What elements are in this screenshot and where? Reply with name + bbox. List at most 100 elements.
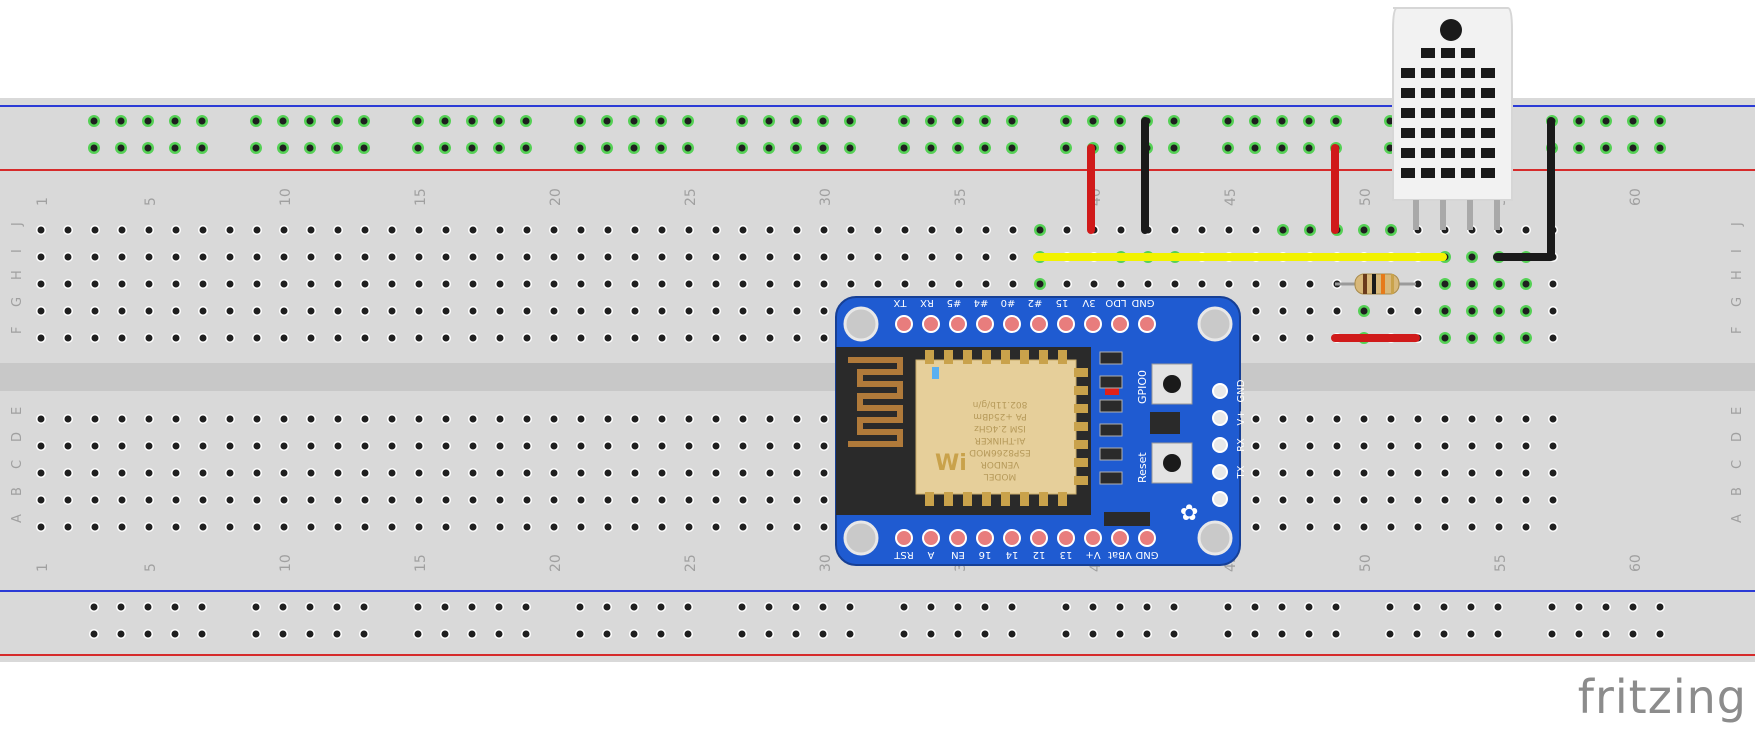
row-letter-right: J (1730, 222, 1745, 227)
vent-slot (1421, 168, 1435, 178)
module-pad-top (1058, 350, 1067, 364)
rail-hole (117, 603, 125, 611)
hole (307, 415, 315, 423)
esp-pin-bottom (976, 529, 994, 547)
hole (64, 280, 72, 288)
rail-hole (90, 144, 98, 152)
rail-hole (252, 603, 260, 611)
hole (1522, 334, 1530, 342)
hole (307, 496, 315, 504)
hole (820, 253, 828, 261)
hole (118, 334, 126, 342)
module-label: AI-THINKER (975, 435, 1026, 445)
hole (1279, 226, 1287, 234)
hole (361, 523, 369, 531)
vent-slot (1461, 48, 1475, 58)
hole (388, 469, 396, 477)
hole (199, 496, 207, 504)
hole (631, 496, 639, 504)
hole (550, 469, 558, 477)
hole (415, 253, 423, 261)
module-pad-top (982, 350, 991, 364)
hole (1333, 415, 1341, 423)
hole (1441, 307, 1449, 315)
hole (1360, 226, 1368, 234)
hole (199, 469, 207, 477)
row-letter-left: I (10, 249, 25, 253)
hole (172, 523, 180, 531)
hole (388, 226, 396, 234)
rail-hole (333, 144, 341, 152)
hole (280, 307, 288, 315)
rail-hole (846, 630, 854, 638)
hole (820, 280, 828, 288)
hole (199, 307, 207, 315)
rail-hole (954, 630, 962, 638)
rail-hole (954, 144, 962, 152)
hole (1414, 280, 1422, 288)
hole (685, 334, 693, 342)
rail-hole (441, 603, 449, 611)
hole (1306, 442, 1314, 450)
rail-hole (576, 603, 584, 611)
row-letter-right: H (1730, 270, 1745, 280)
button-gpio0-cap[interactable] (1163, 375, 1181, 393)
hole (496, 415, 504, 423)
rail-hole (1116, 630, 1124, 638)
rail-hole (1332, 630, 1340, 638)
hole (361, 280, 369, 288)
rail-hole (279, 144, 287, 152)
hole (1360, 442, 1368, 450)
esp-pin-label-bottom: A (927, 549, 934, 560)
hole (766, 496, 774, 504)
hole (415, 415, 423, 423)
rail-hole (1305, 117, 1313, 125)
hole (280, 442, 288, 450)
esp-pin-label-bottom: 16 (979, 549, 992, 560)
hole (415, 307, 423, 315)
hole (1279, 415, 1287, 423)
hole (1387, 523, 1395, 531)
hole (982, 226, 990, 234)
hole (469, 226, 477, 234)
rail-hole (576, 117, 584, 125)
row-letter-left: J (10, 222, 25, 227)
hole (118, 307, 126, 315)
hole (631, 280, 639, 288)
hole (1009, 280, 1017, 288)
esp-pin-top (1084, 315, 1102, 333)
hole (1414, 442, 1422, 450)
rail-hole (1575, 117, 1583, 125)
column-number-bottom: 20 (548, 554, 564, 572)
vent-slot (1401, 108, 1415, 118)
rail-hole (306, 144, 314, 152)
hole (307, 253, 315, 261)
column-number-top: 35 (953, 188, 969, 206)
hole (1549, 523, 1557, 531)
module-label: ESP8266MOD (969, 447, 1031, 457)
rail-hole (171, 117, 179, 125)
hole (712, 307, 720, 315)
rail-hole (630, 117, 638, 125)
hole (442, 469, 450, 477)
module-pad-top (1020, 350, 1029, 364)
hole (1414, 415, 1422, 423)
hole (469, 523, 477, 531)
row-letter-right: I (1730, 249, 1745, 253)
hole (1495, 442, 1503, 450)
vent-slot (1461, 108, 1475, 118)
hole (658, 442, 666, 450)
resistor-band-1 (1363, 274, 1367, 294)
hole (847, 280, 855, 288)
fritzing-logo: fritzing (1577, 670, 1747, 724)
hole (1306, 469, 1314, 477)
hole (550, 226, 558, 234)
rail-hole (468, 117, 476, 125)
button-reset-cap[interactable] (1163, 454, 1181, 472)
hole (1522, 496, 1530, 504)
rail-hole (171, 603, 179, 611)
hole (91, 442, 99, 450)
black-wire-ground-right (1493, 117, 1555, 261)
rail-hole (279, 117, 287, 125)
hole (64, 442, 72, 450)
